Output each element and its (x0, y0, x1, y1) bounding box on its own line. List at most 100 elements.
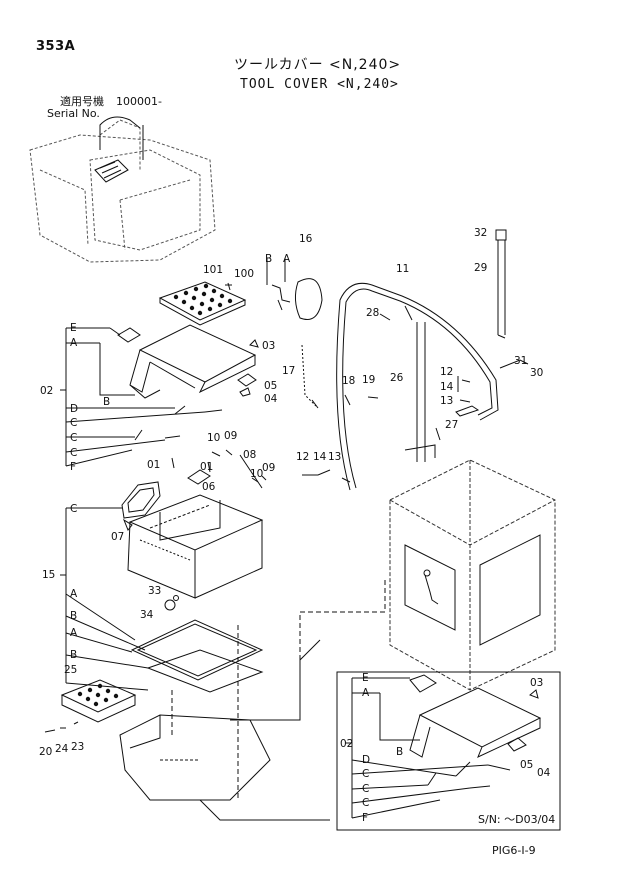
label-08: 08 (243, 449, 256, 461)
label-32: 32 (474, 227, 487, 239)
inset-letter-f: F (362, 812, 368, 824)
serial-value: 100001- (116, 95, 162, 108)
mat-b2 (146, 649, 264, 693)
label-04: 04 (264, 393, 278, 405)
grommet-34 (164, 599, 176, 611)
pole-29 (497, 240, 506, 339)
label-01b: 01 (200, 461, 213, 473)
washer-04 (239, 387, 251, 397)
label-27: 27 (445, 419, 458, 431)
letter-a-box1: A (70, 588, 78, 600)
strip-c1 (204, 409, 223, 413)
label-20: 20 (39, 746, 52, 758)
inset-strip-d (455, 761, 471, 777)
label-12b: 12 (296, 451, 309, 463)
label-01a: 01 (147, 459, 160, 471)
label-34: 34 (140, 609, 154, 621)
mat-a1-inner (136, 623, 258, 677)
cab-handle (424, 574, 439, 605)
cable-16 (294, 278, 323, 320)
inset-label-05: 05 (520, 759, 533, 771)
part-labels: 16 101 100 11 32 29 28 03 02 05 04 17 18… (39, 227, 551, 779)
label-19: 19 (362, 374, 375, 386)
inset-label-04: 04 (537, 767, 551, 779)
letter-f: F (70, 461, 76, 473)
letter-c-box: C (70, 503, 77, 515)
label-31: 31 (514, 355, 527, 367)
cab-window-right (479, 534, 541, 646)
strip-c3 (164, 435, 181, 439)
letter-c1: C (70, 417, 77, 429)
inset-letter-b: B (396, 746, 403, 758)
label-101: 101 (203, 264, 223, 276)
label-23: 23 (71, 741, 84, 753)
serial-label-jp: 適用号機 (60, 95, 104, 108)
label-07: 07 (111, 531, 124, 543)
callout-bracket-02 (60, 327, 206, 467)
letter-d: D (70, 403, 78, 415)
inset-strip-c2 (427, 772, 437, 786)
clamp-a-b (271, 284, 291, 311)
label-13b: 13 (328, 451, 341, 463)
label-100: 100 (234, 268, 254, 280)
letter-a: A (70, 337, 78, 349)
hinge-parts (171, 449, 267, 489)
label-10a: 10 (207, 432, 220, 444)
tool-cover-lid (117, 324, 257, 399)
label-03: 03 (262, 340, 275, 352)
label-12: 12 (440, 366, 453, 378)
machine-overview-sketch (29, 119, 216, 263)
bolt-03 (249, 339, 259, 348)
step-25 (60, 679, 137, 723)
seal-07 (121, 481, 161, 531)
title-japanese: ツールカバー <N,240> (234, 57, 402, 73)
label-10b: 10 (250, 468, 263, 480)
letter-e: E (70, 322, 77, 334)
bolts-12-14-13-right (457, 376, 471, 403)
callout-bracket-15 (60, 507, 149, 691)
label-26: 26 (390, 372, 404, 384)
title-english: TOOL COVER <N,240> (240, 77, 399, 92)
bolt-100 (225, 282, 232, 291)
serial-label-en: Serial No. (47, 107, 100, 120)
bolt-28 (379, 313, 391, 321)
cover-plate-101 (158, 281, 247, 326)
label-02: 02 (40, 385, 53, 397)
inset-letter-c2: C (362, 783, 369, 795)
label-29: 29 (474, 262, 487, 274)
label-16: 16 (299, 233, 313, 245)
letter-b-cable: B (265, 253, 272, 265)
label-13: 13 (440, 395, 453, 407)
inset-letter-d: D (362, 754, 370, 766)
letter-b-box2: B (70, 649, 77, 661)
strip-d1 (174, 405, 186, 415)
letter-c3: C (70, 447, 77, 459)
grommet-33 (173, 595, 179, 601)
overview-cab-detail (94, 116, 144, 183)
clamp-18-19 (344, 394, 379, 406)
label-09b: 09 (262, 462, 275, 474)
letter-a-box2: A (70, 627, 78, 639)
inset-strip-c3 (469, 785, 491, 789)
cab-sketch (389, 459, 556, 691)
label-14: 14 (440, 381, 454, 393)
tool-box (127, 494, 264, 599)
label-24: 24 (55, 743, 69, 755)
inset-letter-e: E (362, 672, 369, 684)
bolt-30-31 (499, 359, 529, 369)
label-09a: 09 (224, 430, 237, 442)
label-17: 17 (282, 365, 295, 377)
letter-b-box1: B (70, 610, 77, 622)
stay-26-foot (404, 444, 436, 458)
label-15: 15 (42, 569, 55, 581)
rod-17-end (311, 399, 319, 409)
inset-lid (409, 674, 542, 758)
letter-a-cable: A (283, 253, 291, 265)
cab-window-left (404, 544, 456, 631)
inset-letter-a: A (362, 687, 370, 699)
inset-letter-c1: C (362, 768, 369, 780)
bolt-27 (435, 427, 441, 441)
bracket-13-right (455, 405, 480, 417)
strip-c2 (134, 429, 143, 441)
